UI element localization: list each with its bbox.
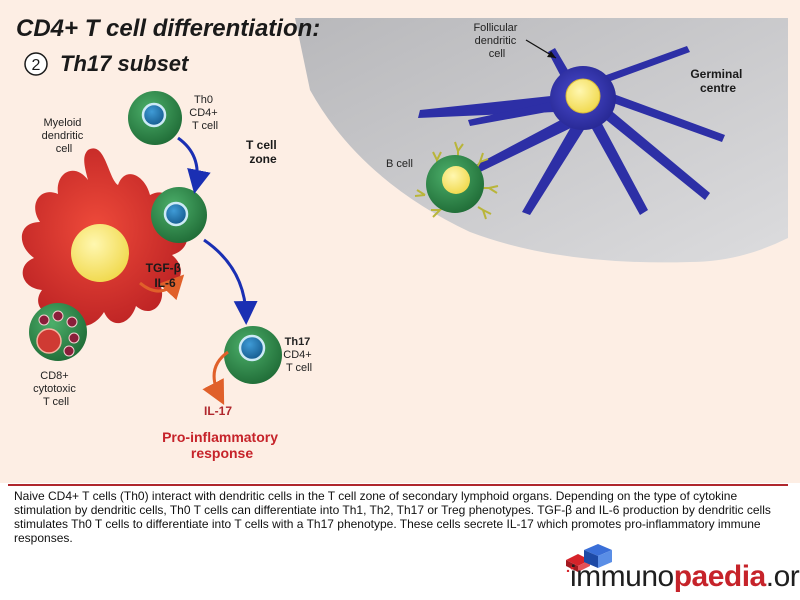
differentiation-arrow-2	[203, 238, 258, 325]
subset-number-badge	[24, 52, 48, 76]
label-cd8: CD8+ cytotoxic T cell	[33, 370, 79, 408]
logo-wordmark: immunopaedia.org	[570, 560, 800, 594]
th17-t-cell	[224, 326, 282, 384]
follicular-dc-nucleus	[565, 78, 601, 114]
label-follicular-dc: Follicular dendritic cell	[473, 22, 520, 60]
cytokine-arrow	[139, 274, 185, 301]
logo-text-paedia: paedia	[673, 560, 767, 593]
differentiation-arrow-1	[177, 136, 211, 194]
subset-number: 2	[32, 57, 41, 74]
caption-divider	[8, 484, 788, 486]
th0-t-cell	[128, 91, 182, 145]
il17-arrow	[202, 350, 229, 405]
label-cytokines: TGF-β IL-6	[146, 261, 185, 290]
t-cell-in-contact	[151, 187, 207, 243]
b-cell-nucleus	[442, 166, 470, 194]
cd8-granule	[38, 314, 50, 326]
cd8-granule	[66, 316, 78, 328]
label-germinal-centre: Germinal centre	[690, 67, 745, 95]
cd8-granule	[63, 345, 75, 357]
logo-text-immuno: immuno	[570, 560, 674, 593]
b-cell	[414, 141, 499, 220]
label-th0: Th0 CD4+ T cell	[189, 94, 221, 132]
diagram-canvas: CD4+ T cell differentiation: 2 Th17 subs…	[0, 0, 800, 483]
label-t-cell-zone: T cell zone	[246, 138, 280, 166]
diagram-subtitle: Th17 subset	[60, 51, 190, 76]
label-th17: Th17 CD4+ T cell	[283, 336, 315, 374]
label-response: Pro-inflammatory response	[162, 429, 282, 461]
diagram-title: CD4+ T cell differentiation:	[16, 15, 320, 42]
cd8-cytotoxic-t-cell	[29, 303, 87, 361]
caption-text: Naive CD4+ T cells (Th0) interact with d…	[14, 489, 771, 545]
label-b-cell: B cell	[386, 158, 413, 170]
label-myeloid-dc: Myeloid dendritic cell	[42, 117, 87, 155]
logo-cubes-icon	[566, 544, 612, 572]
cd8-granule	[52, 310, 64, 322]
logo-text-org: .org	[765, 560, 800, 593]
label-il17: IL-17	[204, 404, 232, 418]
immunopaedia-logo[interactable]: immunopaedia.org	[556, 540, 800, 598]
myeloid-dc-nucleus	[71, 224, 129, 282]
cd8-granule	[68, 332, 80, 344]
myeloid-dendritic-cell	[21, 148, 188, 327]
